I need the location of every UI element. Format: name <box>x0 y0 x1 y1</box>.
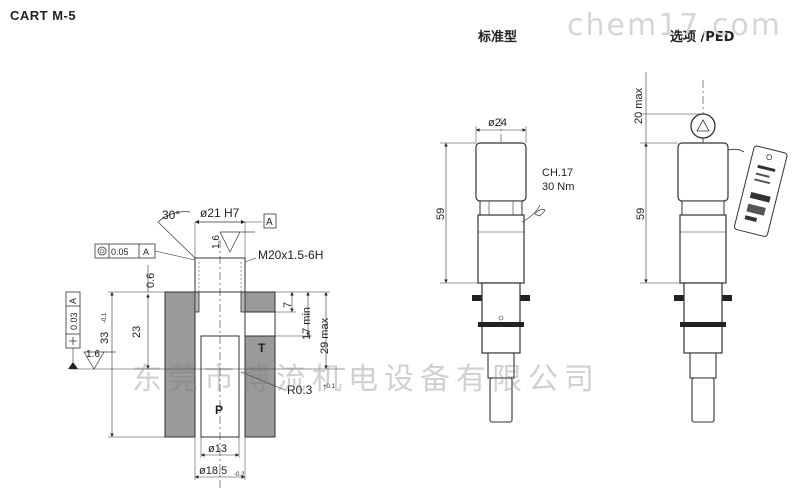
concentricity-value: 0.05 <box>111 247 129 257</box>
dim-0-6-label: 0.6 <box>145 273 157 288</box>
ped-height-20max-label: 20 max <box>633 87 645 124</box>
datum-box-a-label: A <box>266 217 273 228</box>
dim-17min-label: 17 min <box>301 307 313 340</box>
standard-height-59-label: 59 <box>435 208 447 220</box>
roughness-top-label: 1.6 <box>211 235 222 249</box>
radius-label: R0.3 <box>287 383 313 397</box>
watermark-bottom: 东莞市博流机电设备有限公司 <box>132 362 600 397</box>
dia-18-5-label: ø18.5 <box>199 465 227 477</box>
watermark-top: chem17.com <box>567 8 782 43</box>
dim-29max-label: 29 max <box>319 317 331 354</box>
standard-version-label: 标准型 <box>478 30 518 45</box>
torque-label: 30 Nm <box>542 181 574 193</box>
concentricity-datum: A <box>143 247 149 257</box>
dia-18-5-tol: -0.2 <box>234 472 245 478</box>
angle-label: 30° <box>162 208 180 222</box>
t-port-channel <box>244 311 276 337</box>
standard-dia-24-label: ø24 <box>488 117 507 129</box>
port-t-label: T <box>258 341 266 355</box>
standard-valve-view: ø24 59 CH.17 30 Nm <box>435 117 574 423</box>
dia-13-label: ø13 <box>208 443 227 455</box>
perpendicularity-value: 0.03 <box>69 312 79 330</box>
dim-7-label: 7 <box>282 302 294 308</box>
bore-diameter-label: ø21 H7 <box>200 206 240 220</box>
datum-box-a <box>263 213 277 229</box>
wrench-size-label: CH.17 <box>542 167 573 179</box>
datum-triangle-icon <box>68 362 78 369</box>
standard-cap <box>475 142 527 202</box>
cavity-shoulder-left <box>194 291 200 313</box>
ped-seal-icon <box>690 113 716 139</box>
standard-body <box>477 214 525 284</box>
ped-tag-plate <box>733 145 788 237</box>
ped-version-label: 选项 /PED <box>670 30 735 45</box>
port-p-label: P <box>215 403 223 417</box>
dim-23-label: 23 <box>131 326 143 338</box>
dim-33-tol: -0.1 <box>102 312 108 323</box>
roughness-side-label: 1.6 <box>86 349 100 360</box>
radius-tol: +0.1 <box>323 384 336 390</box>
concentricity-icon <box>97 246 107 256</box>
ped-valve-view: 20 max 59 <box>633 72 788 423</box>
cavity-shoulder-right <box>240 291 246 313</box>
perpendicularity-datum: A <box>68 298 78 304</box>
drawing-title: CART M-5 <box>10 8 77 23</box>
cavity-section: 30° ø21 H7 A 1.6 M20x1.5-6H 0.05 A <box>65 206 345 488</box>
perpendicularity-icon <box>69 337 77 345</box>
ped-height-59-label: 59 <box>635 208 647 220</box>
dim-33-label: 33 <box>99 332 111 344</box>
cavity-block-left <box>164 291 196 438</box>
thread-label: M20x1.5-6H <box>258 248 323 262</box>
